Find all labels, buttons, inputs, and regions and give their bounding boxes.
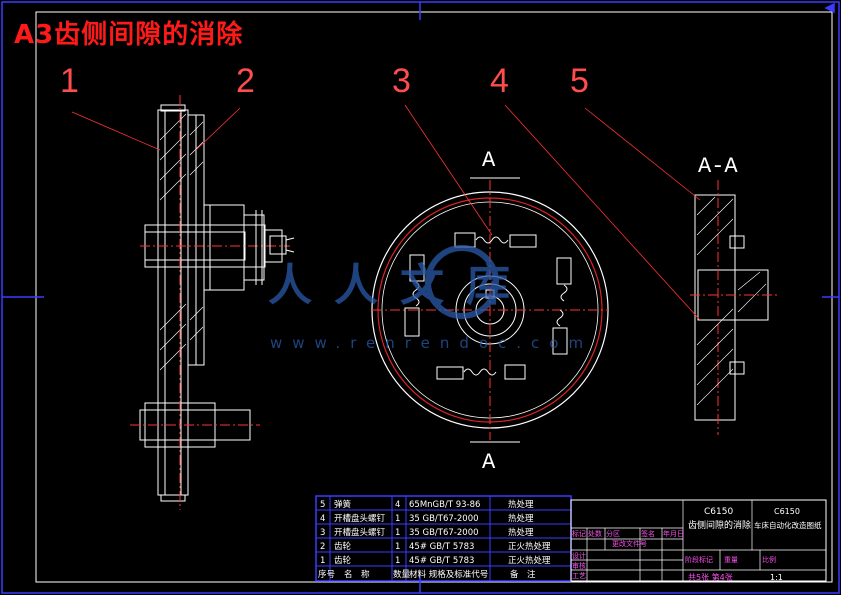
svg-text:阶段标记: 阶段标记	[685, 555, 713, 564]
bom-cell-qty: 1	[395, 514, 400, 524]
bom-cell-name: 开槽盘头螺钉	[334, 527, 386, 538]
drawing-code: C6150	[704, 507, 733, 517]
section-view-label: A-A	[698, 154, 738, 179]
section-label-bottom: A	[482, 450, 496, 475]
bom-cell-no: 3	[320, 528, 325, 538]
svg-text:更改文件号: 更改文件号	[612, 539, 647, 548]
svg-text:材料 规格及标准代号: 材料 规格及标准代号	[409, 569, 488, 580]
bom-cell-name: 齿轮	[334, 555, 352, 566]
bom-cell-qty: 1	[395, 528, 400, 538]
project-code: C6150	[774, 507, 800, 516]
bom-cell-no: 5	[320, 500, 325, 510]
section-marks: A A A-A	[482, 148, 738, 475]
callout-5: 5	[570, 62, 589, 100]
svg-text:年月日: 年月日	[663, 529, 684, 538]
svg-text:处数: 处数	[588, 529, 602, 538]
bom-cell-note: 热处理	[508, 499, 534, 510]
side-view-gears	[130, 95, 295, 510]
bom-cell-name: 齿轮	[334, 541, 352, 552]
scale-value: 1:1	[770, 573, 783, 582]
bom-cell-note: 热处理	[508, 527, 534, 538]
svg-text:备 注: 备 注	[510, 569, 536, 580]
section-view-aa	[690, 180, 780, 435]
bom-cell-material: 45# GB/T 5783	[409, 542, 474, 552]
watermark: 人人文库 www.renrendoc.com	[268, 245, 593, 352]
watermark-url: www.renrendoc.com	[270, 334, 593, 352]
svg-text:签名: 签名	[641, 529, 655, 538]
callout-numbers: 1 2 3 4 5	[60, 62, 589, 100]
bom-cell-note: 正火热处理	[508, 541, 551, 552]
bom-row: 1 齿轮 1 45# GB/T 5783 正火热处理	[320, 555, 551, 566]
drawing-name: 齿侧间隙的消除	[688, 519, 751, 531]
bom-cell-material: 45# GB/T 5783	[409, 556, 474, 566]
bom-cell-qty: 1	[395, 542, 400, 552]
callout-1: 1	[60, 62, 79, 100]
sheet-count: 共5张 第4张	[688, 572, 733, 582]
bom-cell-name: 弹簧	[334, 499, 352, 510]
svg-text:序号: 序号	[318, 569, 335, 580]
callout-4: 4	[490, 62, 509, 100]
bom-row: 5 弹簧 4 65MnGB/T 93-86 热处理	[320, 499, 534, 510]
svg-text:审核: 审核	[572, 561, 586, 570]
callout-3: 3	[392, 62, 411, 100]
bom-cell-material: 35 GB/T67-2000	[409, 528, 479, 538]
svg-text:重量: 重量	[724, 556, 738, 564]
project-name: 车床自动化改造图纸	[754, 520, 822, 530]
bom-cell-note: 正火热处理	[508, 555, 551, 566]
svg-text:比例: 比例	[762, 555, 776, 564]
bom-cell-qty: 1	[395, 556, 400, 566]
bom-table: 5 弹簧 4 65MnGB/T 93-86 热处理 4 开槽盘头螺钉 1 35 GB/T67-2…	[315, 495, 572, 582]
bom-header: 序号 名 称 数量 材料 规格及标准代号 备 注	[318, 569, 536, 580]
bom-cell-material: 65MnGB/T 93-86	[409, 500, 480, 510]
bom-cell-note: 热处理	[508, 513, 534, 524]
callout-2: 2	[236, 62, 255, 100]
svg-text:数量: 数量	[393, 569, 411, 580]
bom-row: 4 开槽盘头螺钉 1 35 GB/T67-2000 热处理	[320, 513, 534, 524]
bom-cell-no: 1	[320, 556, 325, 566]
bom-cell-name: 开槽盘头螺钉	[334, 513, 386, 524]
watermark-text: 人人文库	[268, 260, 532, 311]
bom-cell-no: 4	[320, 514, 325, 524]
front-view-disk	[371, 177, 609, 443]
svg-text:设计: 设计	[572, 551, 586, 560]
leader-lines	[71, 104, 701, 321]
title-block: 标记 处数 分区 更改文件号 签名 年月日 设计 审核 工艺 阶段标记 重量 比…	[570, 499, 827, 582]
bom-row: 2 齿轮 1 45# GB/T 5783 正火热处理	[320, 541, 551, 552]
svg-text:分区: 分区	[606, 529, 620, 538]
svg-text:名 称: 名 称	[344, 569, 370, 580]
svg-text:工艺: 工艺	[572, 572, 586, 580]
drawing-title: A3齿侧间隙的消除	[14, 20, 244, 50]
bom-row: 3 开槽盘头螺钉 1 35 GB/T67-2000 热处理	[320, 527, 534, 538]
svg-text:标记: 标记	[572, 529, 586, 538]
bom-cell-no: 2	[320, 542, 325, 552]
bom-cell-qty: 4	[395, 500, 400, 510]
bom-cell-material: 35 GB/T67-2000	[409, 514, 479, 524]
section-label-top: A	[482, 148, 496, 173]
